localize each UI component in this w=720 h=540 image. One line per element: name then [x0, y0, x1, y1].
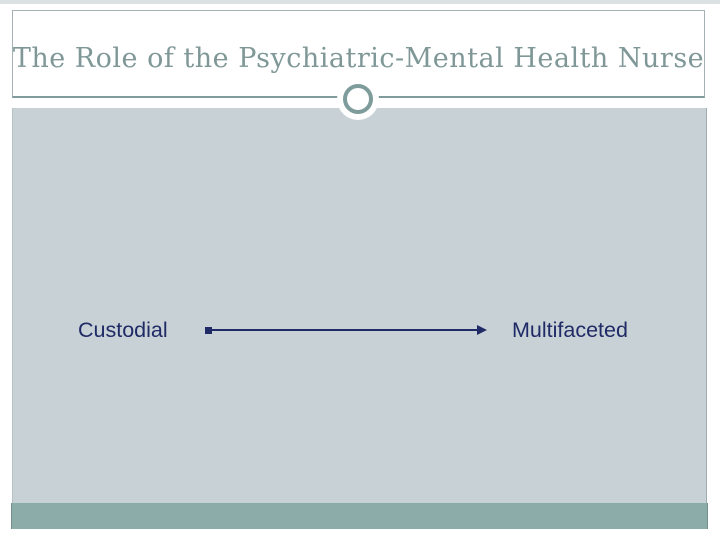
- arrow-right-head-icon: [477, 325, 487, 335]
- spectrum-label-multifaceted: Multifaceted: [512, 318, 628, 342]
- spectrum-label-custodial: Custodial: [78, 318, 168, 342]
- arrow-start-square: [205, 327, 212, 334]
- top-edge-strip: [0, 0, 720, 4]
- circle-ring-icon: [343, 84, 373, 114]
- spectrum-arrow: [205, 324, 487, 336]
- slide-title: The Role of the Psychiatric-Mental Healt…: [12, 43, 705, 74]
- arrow-line: [209, 329, 481, 331]
- bottom-band: [11, 503, 708, 529]
- divider-circle-ornament: [337, 78, 379, 120]
- content-area: [12, 108, 707, 503]
